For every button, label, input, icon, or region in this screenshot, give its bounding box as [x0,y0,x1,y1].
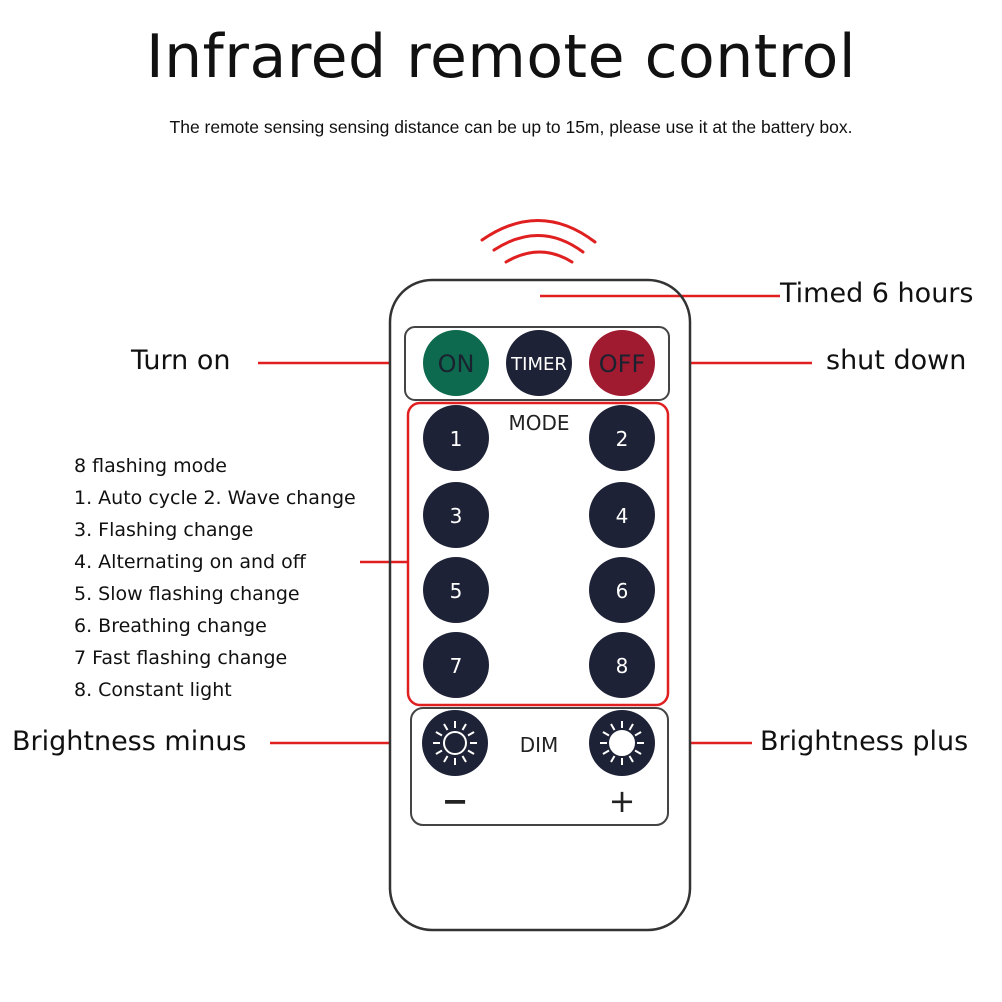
sun-ray [602,749,610,755]
mode-button-6[interactable]: 6 [589,557,655,623]
signal-waves-icon [480,219,597,264]
mode-list-item: 1. Auto cycle 2. Wave change [74,487,356,509]
mode-group [406,401,670,707]
mode-button-label: 8 [616,654,629,678]
mode-list-item: 7 Fast flashing change [74,647,288,669]
sun-ray [602,731,610,737]
mode-button-label: 7 [450,654,463,678]
brightness-minus-button[interactable] [422,710,488,776]
sun-ray [610,755,616,763]
remote-body [388,278,692,932]
mode-list-item: 4. Alternating on and off [74,551,306,573]
mode-list-item: 8. Constant light [74,679,232,701]
brightness-plus-label: Brightness plus [760,726,969,757]
sun-ray [628,723,634,731]
sun-ray [435,749,443,755]
plus-sign: + [609,782,636,820]
sun-ray [634,749,642,755]
mode-button-5[interactable]: 5 [423,557,489,623]
mode-button-label: 1 [450,427,463,451]
sun-ray [628,755,634,763]
off-button-label: OFF [599,350,646,378]
subtitle: The remote sensing sensing distance can … [169,117,853,137]
on-button[interactable]: ON [423,330,489,396]
timer-button[interactable]: TIMER [506,330,572,396]
mode-label: MODE [508,411,569,435]
mode-button-label: 3 [450,504,463,528]
callout-lines [258,294,812,745]
off-callout-label: shut down [826,345,967,376]
dim-group [410,707,669,826]
sun-ray [610,723,616,731]
mode-button-7[interactable]: 7 [423,632,489,698]
on-callout-label: Turn on [131,345,231,376]
minus-sign: − [442,782,469,820]
mode-button-label: 5 [450,579,463,603]
mode-button-3[interactable]: 3 [423,482,489,548]
sun-outline-icon [433,721,477,765]
mode-button-label: 6 [616,579,629,603]
sun-ray [435,731,443,737]
sun-ray [467,731,475,737]
mode-button-1[interactable]: 1 [423,405,489,471]
mode-list-item: 3. Flashing change [74,519,254,541]
sun-filled-icon [600,721,644,765]
mode-list-item: 6. Breathing change [74,615,267,637]
mode-list-item: 5. Slow flashing change [74,583,300,605]
sun-ray [461,723,467,731]
sun-ray [443,723,449,731]
mode-button-8[interactable]: 8 [589,632,655,698]
sun-ray [467,749,475,755]
mode-list: 8 flashing mode 1. Auto cycle 2. Wave ch… [74,450,356,706]
brightness-minus-label: Brightness minus [12,726,247,757]
power-group [404,326,670,401]
page-title: Infrared remote control [145,22,857,92]
mode-button-4[interactable]: 4 [589,482,655,548]
mode-button-label: 2 [616,427,629,451]
mode-button-label: 4 [616,504,629,528]
mode-list-heading: 8 flashing mode [74,455,227,477]
sun-ray [634,731,642,737]
on-button-label: ON [438,350,475,378]
mode-button-2[interactable]: 2 [589,405,655,471]
brightness-plus-button[interactable] [589,710,655,776]
off-button[interactable]: OFF [589,330,655,396]
timer-callout-label: Timed 6 hours [780,278,974,309]
sun-ray [461,755,467,763]
timer-button-label: TIMER [510,354,567,375]
sun-ray [443,755,449,763]
dim-label: DIM [520,733,559,757]
